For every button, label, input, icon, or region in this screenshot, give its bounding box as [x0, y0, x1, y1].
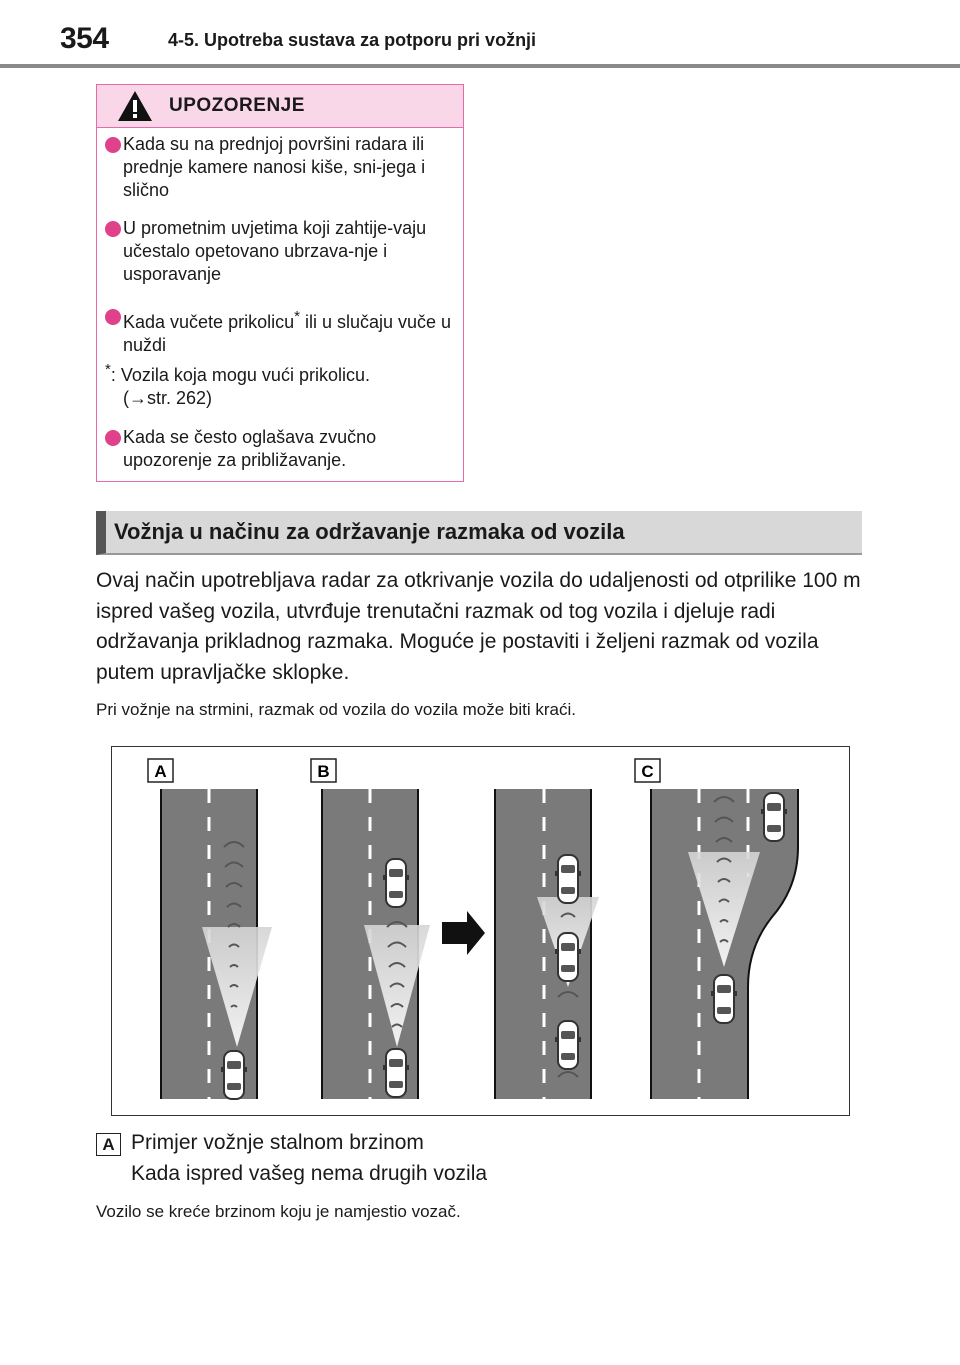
label-c: C [634, 758, 661, 783]
legend-line-2: Kada ispred vašeg nema drugih vozila [131, 1162, 488, 1185]
section-note: Pri vožnje na strmini, razmak od vozila … [96, 700, 576, 719]
footnote-marker: * [105, 361, 111, 378]
section-paragraph: Ovaj način upotrebljava radar za otkriva… [96, 569, 861, 684]
legend-line-1: Primjer vožnje stalnom brzinom [131, 1131, 424, 1154]
warning-item-2: U prometnim uvjetima koji zahtije-vaju u… [105, 217, 455, 286]
warning-title: UPOZORENJE [169, 95, 305, 116]
warning-footnote: *: Vozila koja mogu vući prikolicu. [105, 357, 455, 388]
warning-item-3-tail: ili u slučaju vuče u nuždi [123, 312, 452, 355]
chapter-title: 4-5. Upotreba sustava za potporu pri vož… [168, 30, 537, 50]
warning-header: UPOZORENJE [97, 85, 463, 128]
warning-item-text: Kada se često oglašava zvučno upozorenje… [123, 427, 377, 470]
warning-item-text: U prometnim uvjetima koji zahtije-vaju u… [123, 218, 427, 284]
road-panel-c [650, 789, 799, 1099]
label-a: A [147, 758, 174, 783]
warning-item-4: Kada se često oglašava zvučno upozorenje… [105, 426, 455, 472]
header-divider [0, 64, 960, 68]
legend-badge: A [96, 1133, 121, 1156]
road-panel-a [160, 789, 272, 1100]
page-number: 354 [60, 22, 109, 55]
warning-item-text: Kada su na prednjoj površini radara ili … [123, 134, 426, 200]
footnote-marker: * [294, 308, 300, 325]
label-b-text: B [317, 762, 329, 781]
radar-illustration: A B C [147, 758, 799, 1100]
transition-arrow-icon [442, 911, 485, 955]
label-c-text: C [641, 762, 653, 781]
warning-item-1: Kada su na prednjoj površini radara ili … [105, 133, 455, 202]
label-a-text: A [154, 762, 166, 781]
road-panel-b2 [494, 789, 599, 1099]
section-heading: Vožnja u načinu za održavanje razmaka od… [96, 511, 862, 555]
warning-item-text: Kada vučete prikolicu* ili u slučaju vuč… [123, 305, 455, 357]
bullet-icon [105, 221, 121, 237]
warning-box: UPOZORENJE Kada su na prednjoj površini … [96, 84, 464, 482]
bullet-icon [105, 137, 121, 153]
footnote-text: : Vozila koja mogu vući prikolicu. [110, 365, 370, 385]
warning-triangle-icon [118, 91, 152, 121]
bullet-icon [105, 430, 121, 446]
road-panel-b1 [321, 789, 430, 1099]
legend-line-3: Vozilo se kreće brzinom koju je namjesti… [96, 1202, 461, 1221]
section-title: Vožnja u načinu za održavanje razmaka od… [114, 519, 625, 544]
footnote-ref-link[interactable]: (→str. 262) [123, 388, 213, 408]
bullet-icon [105, 309, 121, 325]
warning-item-3: Kada vučete prikolicu* ili u slučaju vuč… [105, 305, 455, 357]
radar-diagram: A B C [111, 746, 850, 1116]
label-b: B [310, 758, 337, 783]
warning-item-3-head: Kada vučete prikolicu [123, 312, 295, 332]
